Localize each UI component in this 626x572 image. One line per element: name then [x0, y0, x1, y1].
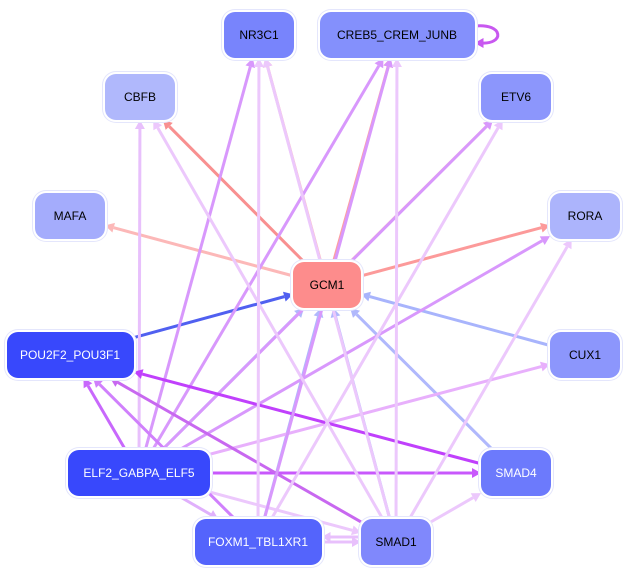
- edge-SMAD1-to-CBFB: [153, 120, 385, 520]
- edge-SMAD4-to-POU2F2_POU3F1: [133, 369, 482, 466]
- node-gcm1[interactable]: GCM1: [293, 262, 361, 308]
- node-label: POU2F2_POU3F1: [19, 348, 121, 362]
- edge-GCM1-to-MAFA: [105, 222, 294, 278]
- edge-SMAD4-to-GCM1: [350, 308, 494, 452]
- node-label: CREB5_CREM_JUNB: [336, 28, 458, 42]
- edge-CUX1-to-GCM1: [361, 291, 551, 347]
- node-label: ELF2_GABPA_ELF5: [83, 466, 195, 480]
- node-label: NR3C1: [239, 28, 279, 42]
- edge-ELF2_GABPA_ELF5-to-SMAD1: [209, 490, 361, 536]
- edge-SMAD1-to-CREB5_CREM_JUNB: [391, 58, 402, 520]
- edge-ELF2_GABPA_ELF5-to-POU2F2_POU3F1: [83, 378, 127, 451]
- node-label: CUX1: [568, 348, 601, 362]
- node-nr3c1[interactable]: NR3C1: [224, 12, 294, 58]
- edge-GCM1-to-CBFB: [162, 120, 306, 264]
- edge-POU2F2_POU3F1-to-GCM1: [133, 291, 293, 340]
- node-label: SMAD1: [375, 535, 417, 549]
- edge-SMAD1-to-POU2F2_POU3F1: [110, 378, 362, 524]
- edge-ELF2_GABPA_ELF5-to-CBFB: [134, 120, 145, 451]
- node-label: FOXM1_TBL1XR1: [207, 535, 309, 549]
- node-foxm1_tbl1xr1[interactable]: FOXM1_TBL1XR1: [194, 519, 322, 565]
- node-rora[interactable]: RORA: [550, 193, 620, 239]
- node-label: CBFB: [123, 90, 156, 104]
- node-mafa[interactable]: MAFA: [35, 193, 105, 239]
- node-pou2f2_pou3f1[interactable]: POU2F2_POU3F1: [6, 332, 134, 378]
- node-label: RORA: [567, 209, 603, 223]
- node-etv6[interactable]: ETV6: [481, 74, 551, 120]
- edge-FOXM1_TBL1XR1-to-SMAD1: [321, 537, 361, 547]
- edge-FOXM1_TBL1XR1-to-ETV6: [270, 120, 503, 520]
- node-label: GCM1: [309, 278, 345, 292]
- edge-GCM1-to-RORA: [360, 222, 550, 278]
- node-elf2_gabpa_elf5[interactable]: ELF2_GABPA_ELF5: [68, 450, 210, 496]
- node-smad4[interactable]: SMAD4: [481, 450, 551, 496]
- edge-CREB5_CREM_JUNB-to-CREB5_CREM_JUNB: [474, 24, 500, 48]
- node-label: ETV6: [500, 90, 531, 104]
- node-creb5_crem_junb[interactable]: CREB5_CREM_JUNB: [319, 12, 475, 58]
- edge-FOXM1_TBL1XR1-to-NR3C1: [253, 58, 264, 520]
- edge-ELF2_GABPA_ELF5-to-RORA: [178, 236, 550, 452]
- node-label: MAFA: [53, 209, 87, 223]
- edge-SMAD1-to-SMAD4: [430, 493, 481, 524]
- edge-ELF2_GABPA_ELF5-to-SMAD4: [210, 468, 481, 478]
- edge-SMAD1-to-FOXM1_TBL1XR1: [321, 532, 361, 542]
- edge-SMAD1-to-RORA: [408, 239, 572, 520]
- edge-ELF2_GABPA_ELF5-to-CUX1: [209, 361, 550, 456]
- edge-ELF2_GABPA_ELF5-to-NR3C1: [143, 58, 256, 451]
- node-cbfb[interactable]: CBFB: [105, 74, 175, 120]
- node-label: SMAD4: [495, 466, 537, 480]
- edge-ELF2_GABPA_ELF5-to-FOXM1_TBL1XR1: [177, 494, 219, 519]
- node-smad1[interactable]: SMAD1: [361, 519, 431, 565]
- edge-ELF2_GABPA_ELF5-to-CREB5_CREM_JUNB: [151, 58, 384, 451]
- node-cux1[interactable]: CUX1: [550, 332, 620, 378]
